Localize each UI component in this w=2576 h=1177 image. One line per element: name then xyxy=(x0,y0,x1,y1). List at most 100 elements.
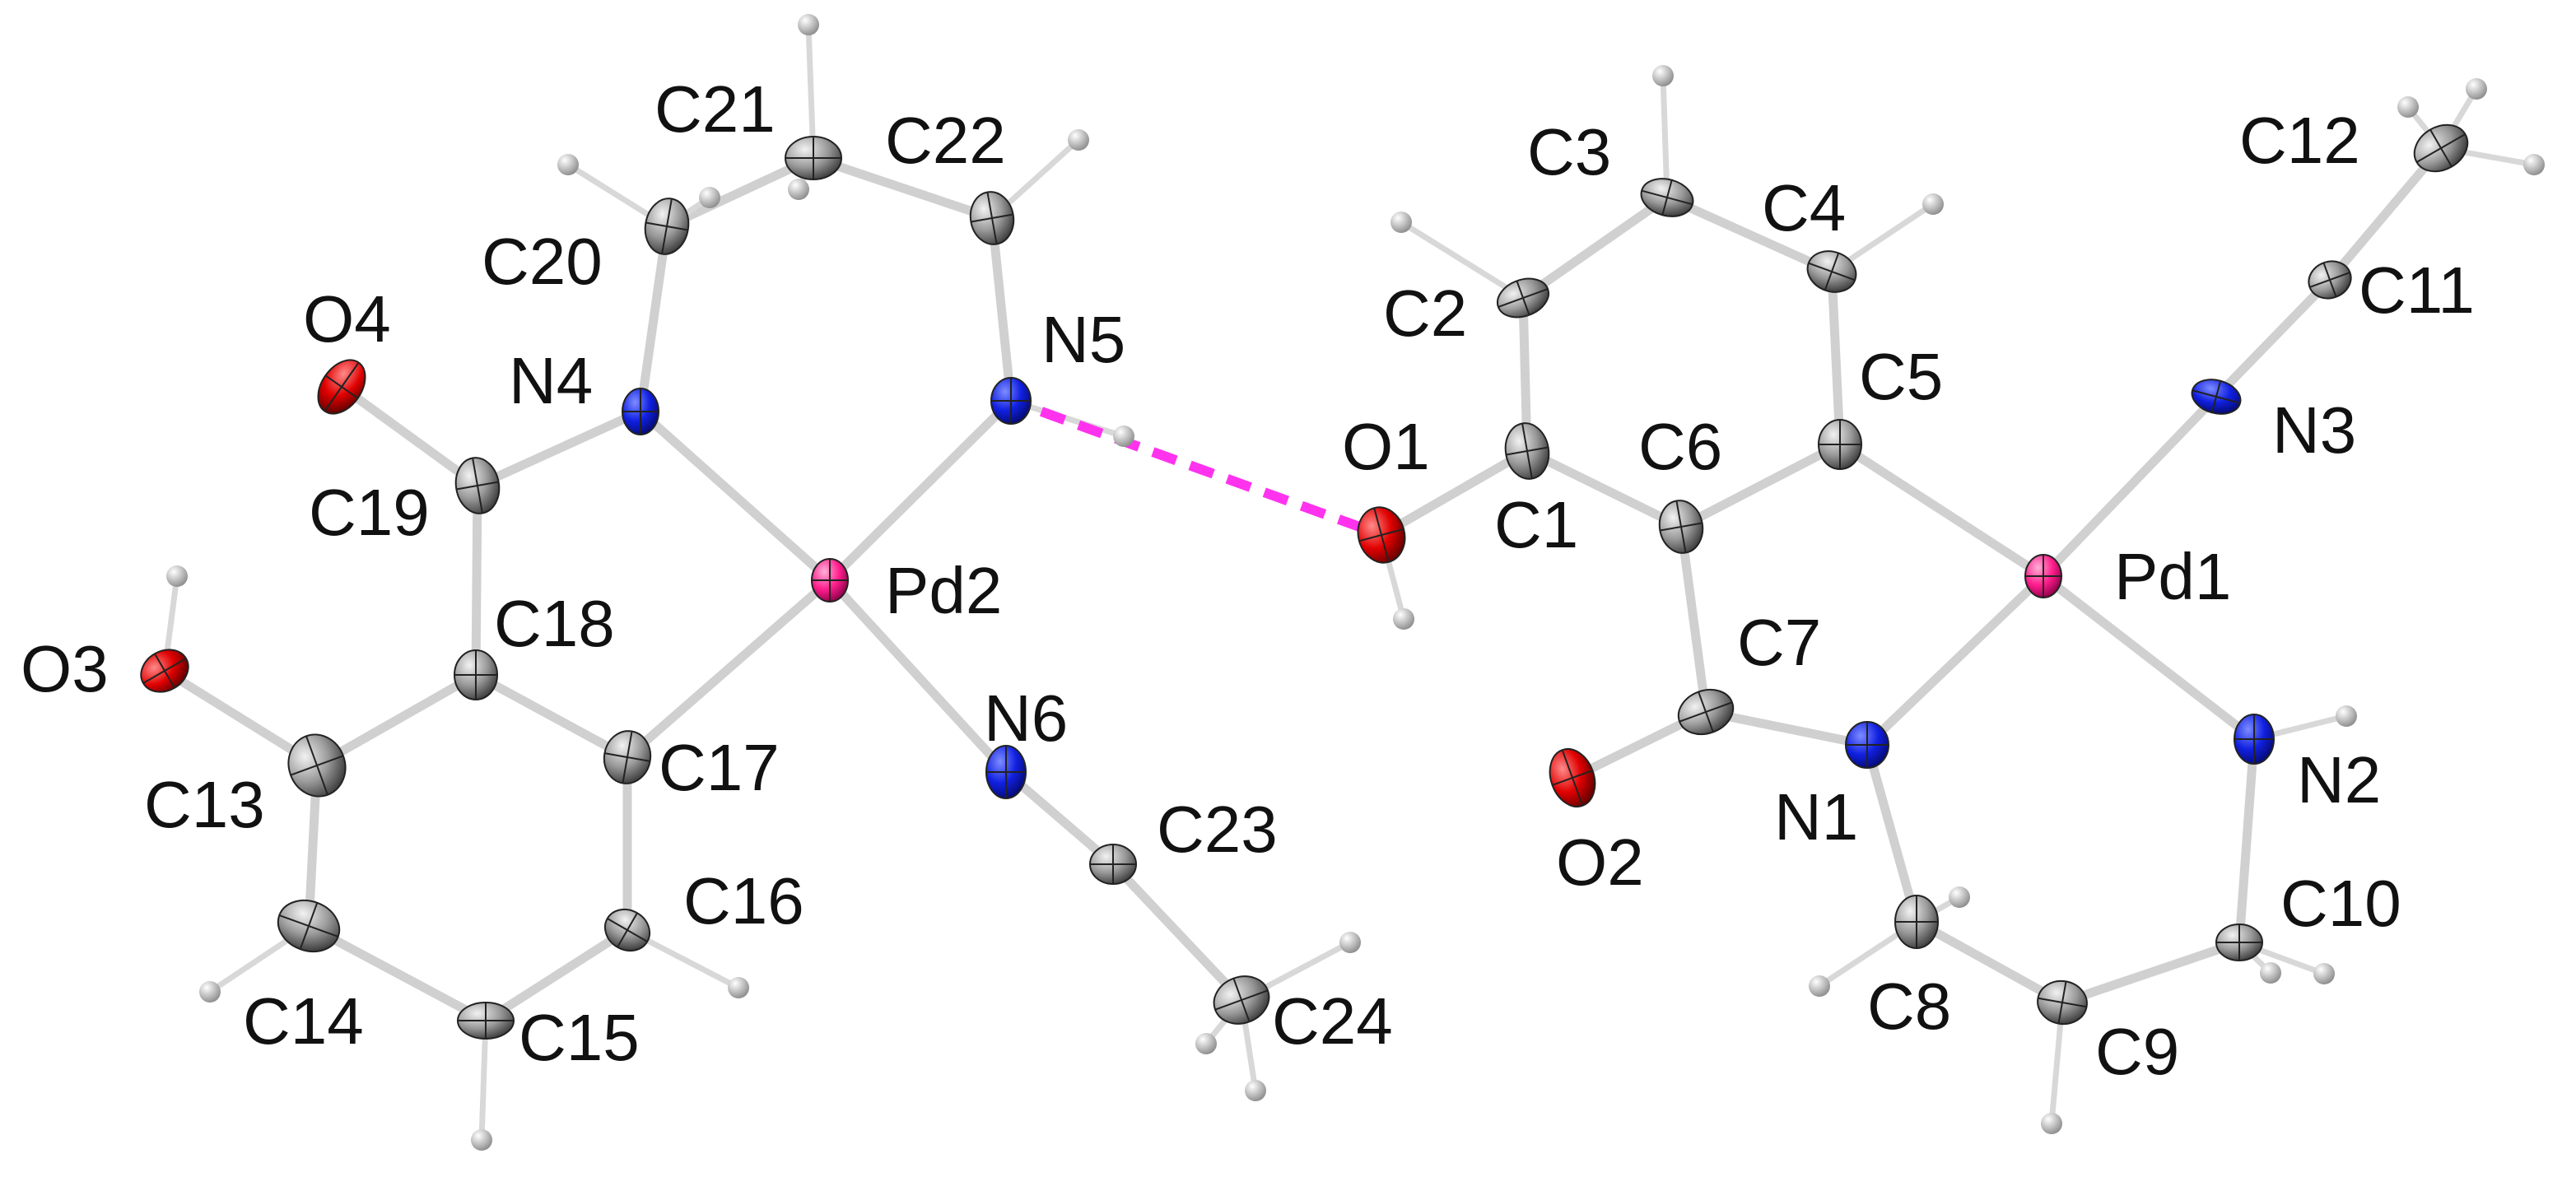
label-c19: C19 xyxy=(309,476,430,549)
bond-n1-c8 xyxy=(1862,740,1922,927)
bond-n4-pd2 xyxy=(636,407,835,585)
label-c18: C18 xyxy=(494,587,615,660)
atoms xyxy=(140,123,2469,1040)
atom-n3 xyxy=(2191,379,2242,415)
atom-o3 xyxy=(140,649,189,693)
bond-c18-c19 xyxy=(471,481,482,680)
hydrogen-atom xyxy=(166,565,188,587)
hydrogen-atom xyxy=(2041,1113,2062,1134)
hydrogen-atom xyxy=(699,187,720,208)
hydrogen-atom xyxy=(2313,963,2335,984)
bond-c15-c16 xyxy=(481,925,632,1026)
atom-c3 xyxy=(1640,178,1694,217)
atom-c13 xyxy=(287,733,347,798)
label-c4: C4 xyxy=(1762,171,1846,244)
atom-c16 xyxy=(603,908,651,952)
atom-n5 xyxy=(990,377,1032,425)
hydrogen-atom xyxy=(1949,886,1970,908)
label-c20: C20 xyxy=(482,225,603,298)
hydrogen-atom xyxy=(1195,1033,1217,1054)
bond-c18-c13 xyxy=(312,670,481,770)
bond-n4-c20 xyxy=(636,221,672,416)
atom-c7 xyxy=(1677,688,1735,736)
bond-c5-c6 xyxy=(1676,440,1845,532)
label-c17: C17 xyxy=(659,731,780,804)
bond-n6-c23 xyxy=(1001,767,1118,869)
label-c15: C15 xyxy=(519,1001,640,1074)
label-c2: C2 xyxy=(1383,277,1467,350)
hydrogen-atom xyxy=(1652,65,1674,86)
atom-c22 xyxy=(969,191,1015,245)
atom-c18 xyxy=(454,649,498,700)
hydrogen-atom xyxy=(1245,1080,1266,1101)
hydrogen-atom xyxy=(2336,705,2357,727)
label-c24: C24 xyxy=(1272,984,1393,1058)
label-c23: C23 xyxy=(1157,793,1278,866)
atom-o2 xyxy=(1549,748,1596,807)
bond-c23-c24 xyxy=(1108,859,1246,1005)
hydrogen-atom xyxy=(798,14,819,35)
hydrogen-atom xyxy=(471,1129,492,1151)
hydrogen-atoms xyxy=(166,14,2545,1151)
bond-pd1-n3 xyxy=(2038,392,2221,581)
label-n5: N5 xyxy=(1041,303,1125,376)
label-c1: C1 xyxy=(1494,488,1578,561)
atom-c4 xyxy=(1806,250,1857,293)
bond-c7-n1 xyxy=(1701,707,1872,750)
bond-c2-c3 xyxy=(1518,193,1672,303)
hydrogen-atom xyxy=(1339,932,1361,953)
atom-o4 xyxy=(317,359,366,415)
bond-pd2-n6 xyxy=(825,575,1011,777)
label-c5: C5 xyxy=(1859,340,1943,413)
atom-o1 xyxy=(1357,506,1406,564)
bond-c3-c4 xyxy=(1662,193,1837,277)
bond-c9-c10 xyxy=(2057,937,2244,1007)
hydrogen-atom xyxy=(2397,96,2419,118)
bond-c11-c12 xyxy=(2325,143,2446,285)
bond-c14-c15 xyxy=(304,921,491,1026)
label-o4: O4 xyxy=(303,282,391,356)
label-n4: N4 xyxy=(509,344,593,417)
atom-c17 xyxy=(603,730,652,784)
bond-c1-o1 xyxy=(1377,446,1532,540)
bond-n1-pd1 xyxy=(1862,571,2048,750)
hydrogen-atom xyxy=(1113,426,1134,447)
label-n3: N3 xyxy=(2272,393,2356,467)
atom-pd1 xyxy=(2024,554,2062,598)
atom-c12 xyxy=(2413,123,2469,173)
bond-c10-n2 xyxy=(2234,734,2259,947)
label-c14: C14 xyxy=(243,984,364,1058)
atom-c9 xyxy=(2037,979,2088,1026)
bond-c6-c7 xyxy=(1676,522,1711,717)
atom-n2 xyxy=(2234,714,2275,765)
label-o1: O1 xyxy=(1342,410,1430,483)
atom-n4 xyxy=(622,388,659,435)
atom-n6 xyxy=(985,745,1027,799)
hydrogen-atom xyxy=(2260,962,2281,984)
bond-c21-c22 xyxy=(808,153,997,223)
bond-c5-pd1 xyxy=(1835,440,2048,581)
label-c8: C8 xyxy=(1867,970,1951,1043)
bond-c19-n4 xyxy=(473,407,645,491)
hydrogen-atom xyxy=(1393,608,1414,630)
hydrogen-atom xyxy=(1809,975,1830,997)
hydrogen-atom xyxy=(728,977,749,998)
atom-c19 xyxy=(454,457,501,514)
atom-c8 xyxy=(1894,895,1939,949)
atom-labels: C1 C2 C3 C4 C5 C6 C7 C8 C9 C10 C11 C12 C… xyxy=(21,72,2475,1088)
bond-c4-c5 xyxy=(1827,267,1845,449)
atom-c2 xyxy=(1497,277,1549,319)
label-o2: O2 xyxy=(1556,826,1644,899)
hydrogen-atom xyxy=(199,981,221,1003)
hydrogen-atom xyxy=(1922,193,1944,215)
atom-c5 xyxy=(1818,419,1862,470)
label-n6: N6 xyxy=(984,682,1068,755)
bond-c17-c18 xyxy=(471,670,632,762)
atom-c14 xyxy=(277,899,341,953)
hydrogen-bond-dashed xyxy=(1039,407,1373,536)
label-c9: C9 xyxy=(2095,1015,2179,1088)
bond-n3-c11 xyxy=(2211,275,2335,402)
hydrogen-atom xyxy=(1390,212,1412,233)
atom-c15 xyxy=(457,1002,515,1040)
